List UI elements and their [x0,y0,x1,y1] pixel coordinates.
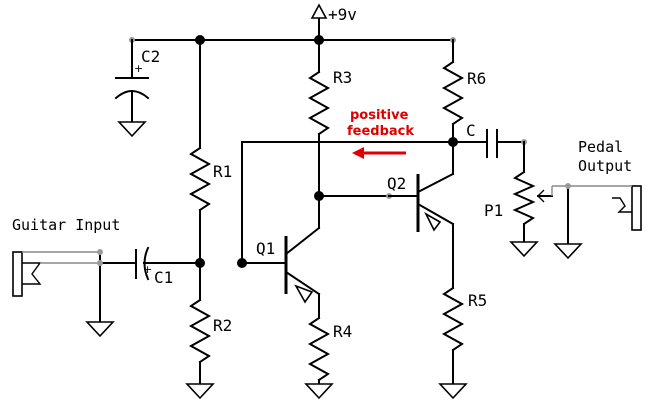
p1-label: P1 [484,201,503,220]
r3-label: R3 [333,68,352,87]
capacitor-c2: + [114,39,150,123]
feedback-arrow [352,147,406,159]
pedal-output-label-line2: Output [578,157,632,175]
svg-text:+: + [134,62,143,75]
ground-icon [509,241,539,258]
resistor-r1 [188,39,212,301]
transistor-q1 [241,226,321,319]
ground-icon [438,383,468,400]
resistor-r5 [441,286,465,385]
c-label: C [466,121,476,140]
transistor-q2 [318,172,455,289]
resistor-r4 [307,316,331,385]
ground-icon [553,243,583,260]
supply-rail [129,3,456,45]
resistor-r2 [188,298,212,385]
resistor-r6 [441,39,465,175]
guitar-input-label: Guitar Input [12,216,120,234]
svg-text:+: + [143,263,152,276]
c2-label: C2 [141,47,160,66]
r4-label: R4 [333,322,352,341]
capacitor-c1: + [99,246,201,281]
input-jack [12,249,103,323]
ground-icon [85,321,115,338]
feedback-label-line1: positive [350,108,409,123]
ground-icon [304,383,334,400]
c1-label: C1 [154,268,173,287]
q2-label: Q2 [387,174,406,193]
pedal-output-label-line1: Pedal [578,138,623,156]
capacitor-c [452,129,527,158]
feedback-label-line2: feedback [347,124,414,139]
r2-label: R2 [213,316,232,335]
ground-icon [185,383,215,400]
potentiometer-p1 [512,141,612,243]
supply-label: +9v [328,5,357,24]
r1-label: R1 [213,162,232,181]
output-jack [565,183,642,245]
r5-label: R5 [468,291,487,310]
r6-label: R6 [467,69,486,88]
resistor-r3 [307,39,331,229]
q1-label: Q1 [256,239,275,258]
ground-icon [117,121,147,138]
